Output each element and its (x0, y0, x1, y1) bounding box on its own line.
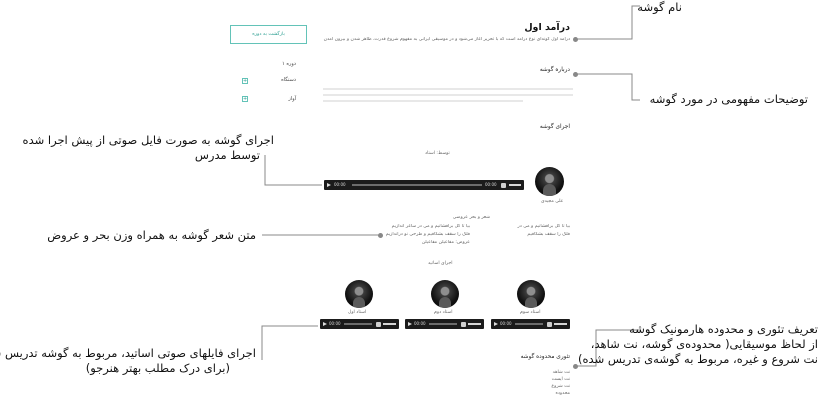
annotation-theory: از لحاظ موسیقایی( محدوده‌ی گوشه، نت شاهد… (590, 337, 818, 351)
poem-line: بیا تا گل برافشانیم و می در ساغر اندازیم (391, 224, 470, 229)
theory-line: نت ایست (551, 377, 570, 382)
volume-icon[interactable] (461, 321, 466, 327)
theory-line: نت شاهد (552, 370, 570, 375)
poem-heading: شعر و بحر عروضی (452, 215, 490, 220)
annotation-masters: (برای درک مطلب بهتر هنرجو) (85, 361, 230, 375)
sidebar-item-1[interactable]: دوره ۱ (282, 61, 296, 67)
time-elapsed: 00:00 (329, 321, 341, 326)
play-icon[interactable] (408, 321, 412, 326)
master-avatar (517, 280, 545, 308)
seek-bar[interactable] (429, 323, 457, 325)
masters-heading: اجرای اساتید (428, 261, 453, 266)
theory-heading: تئوری محدوده گوشه (520, 354, 570, 360)
master-name: استاد دوم (434, 310, 453, 315)
back-to-course-button[interactable]: بازگشت به دوره (230, 25, 307, 44)
seek-bar[interactable] (515, 323, 543, 325)
annotation-dot (573, 72, 578, 77)
expand-plus-icon[interactable]: + (242, 78, 248, 84)
audio-player[interactable]: 00:00 00:00 (324, 180, 524, 190)
seek-bar[interactable] (344, 323, 372, 325)
teacher-avatar (535, 167, 564, 196)
poem-side-line: فلک را سقف بشکافیم (527, 232, 570, 237)
master-audio-player[interactable]: 00:00 (320, 319, 399, 329)
annotation-poem: متن شعر گوشه به همراه وزن بحر و عروض (47, 228, 256, 242)
about-heading: درباره گوشه (539, 67, 570, 73)
about-line (323, 88, 573, 90)
annotation-theory: نت شروع و غیره، مربوط به گوشه‌ی تدریس شد… (578, 352, 818, 366)
master-name: استاد سوم (520, 310, 541, 315)
play-icon[interactable] (323, 321, 327, 326)
sidebar-item-2[interactable]: دستگاه (281, 77, 296, 83)
play-icon[interactable] (327, 182, 331, 187)
sidebar-item-3[interactable]: آواز (288, 96, 296, 102)
annotation-theory: تعریف تئوری و محدوده هارمونیک گوشه (629, 322, 818, 336)
time-elapsed: 00:00 (414, 321, 426, 326)
volume-bar[interactable] (509, 184, 521, 186)
play-icon[interactable] (494, 321, 498, 326)
page-intro: درآمد اول گونه‌ای نوع درآمد است که با تح… (322, 37, 570, 42)
volume-bar[interactable] (383, 323, 396, 325)
time-total: 00:00 (485, 182, 497, 187)
about-line (323, 100, 523, 102)
master-audio-player[interactable]: 00:00 (491, 319, 570, 329)
volume-icon[interactable] (376, 321, 381, 327)
master-name: استاد اول (348, 310, 367, 315)
master-avatar (431, 280, 459, 308)
page-title: درآمد اول (524, 22, 570, 33)
seek-bar[interactable] (352, 184, 482, 186)
annotation-piece-name: نام گوشه (637, 0, 682, 14)
theory-line: محدوده (555, 391, 570, 396)
poem-line: فلک را سقف بشکافیم و طرحی نو دراندازیم (385, 232, 470, 237)
time-elapsed: 00:00 (500, 321, 512, 326)
annotation-performance: اجرای گوشه به صورت فایل صوتی از پیش اجرا… (22, 133, 274, 147)
performed-by: توسط: استاد (425, 151, 450, 156)
performance-heading: اجرای گوشه (539, 124, 570, 130)
expand-plus-icon[interactable]: + (242, 96, 248, 102)
annotation-dot (573, 37, 578, 42)
poem-line: عروض: مفاعیلن مفاعیلن (421, 240, 470, 245)
time-elapsed: 00:00 (334, 182, 346, 187)
volume-bar[interactable] (468, 323, 481, 325)
master-audio-player[interactable]: 00:00 (405, 319, 484, 329)
annotation-masters: اجرای فایلهای صوتی اساتید، مربوط به گوشه… (0, 346, 256, 360)
annotation-concept-desc: توضیحات مفهومی در مورد گوشه (649, 92, 808, 106)
annotation-performance: توسط مدرس (194, 148, 260, 162)
volume-icon[interactable] (501, 182, 506, 188)
volume-bar[interactable] (554, 323, 567, 325)
volume-icon[interactable] (547, 321, 552, 327)
theory-line: نت شروع (551, 384, 570, 389)
teacher-name: علی مجیدی (541, 199, 564, 204)
poem-side-line: بیا تا گل برافشانیم و می در (517, 224, 570, 229)
annotation-dot (573, 364, 578, 369)
master-avatar (345, 280, 373, 308)
annotation-dot (378, 233, 383, 238)
about-line (323, 94, 573, 96)
